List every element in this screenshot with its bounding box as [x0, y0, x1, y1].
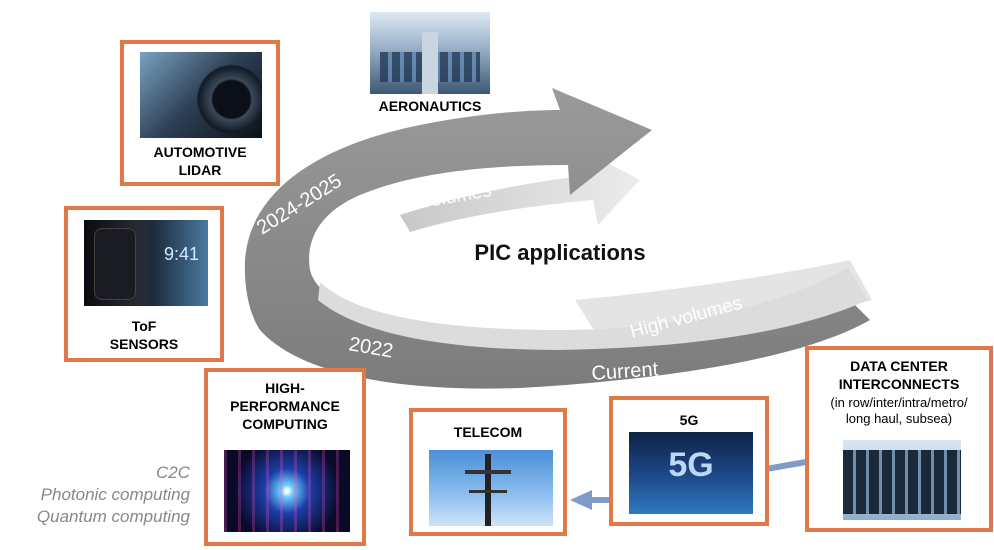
side-note-photonic-computing: Photonic computing — [40, 485, 190, 504]
aeronautics-cabin-image — [370, 12, 490, 94]
application-high-performance-computing: HIGH- PERFORMANCE COMPUTING — [204, 368, 366, 546]
5g-image-text: 5G — [668, 446, 714, 484]
application-label: TELECOM — [453, 424, 523, 440]
application-label-line1: AUTOMOTIVE — [153, 144, 247, 160]
telecom-tower-image — [429, 450, 553, 526]
application-5g: 5G 5G — [609, 396, 769, 526]
arc-light-upper-arrow — [400, 150, 640, 232]
application-label-line2: PERFORMANCE — [230, 398, 340, 414]
application-aeronautics: AERONAUTICS — [366, 12, 494, 117]
hpc-image — [224, 450, 350, 532]
application-label-line2: INTERCONNECTS — [838, 376, 960, 392]
application-label-line2: SENSORS — [109, 336, 179, 352]
data-center-image — [843, 440, 961, 520]
application-label-line2: LIDAR — [178, 162, 222, 178]
application-data-center-interconnects: DATA CENTER INTERCONNECTS (in row/inter/… — [805, 346, 993, 532]
side-note-c2c: C2C — [155, 463, 190, 482]
application-detail-line1: (in row/inter/intra/metro/ — [830, 395, 968, 410]
connector-arrow-5g-to-telecom — [570, 490, 610, 510]
arc-light-lower-band — [575, 260, 872, 340]
application-automotive-lidar: AUTOMOTIVE LIDAR — [120, 40, 280, 186]
5g-network-image: 5G — [629, 432, 753, 514]
arc-label-lower-status: Current — [591, 358, 660, 385]
application-detail-line2: long haul, subsea) — [845, 411, 953, 426]
arc-dark-main-arrow — [244, 88, 870, 389]
application-label-line1: HIGH- — [265, 380, 305, 396]
application-telecom: TELECOM — [409, 408, 567, 536]
tof-phone-image: 9:41 — [84, 220, 208, 306]
application-label: 5G — [679, 412, 699, 428]
side-note-quantum-computing: Quantum computing — [36, 507, 190, 526]
automotive-car-image — [140, 52, 262, 138]
application-label-line1: DATA CENTER — [850, 358, 948, 374]
application-label-line1: ToF — [131, 318, 157, 334]
phone-screen-clock: 9:41 — [164, 244, 200, 264]
application-label: AERONAUTICS — [378, 98, 482, 114]
center-title: PIC applications — [474, 240, 646, 265]
application-label-line3: COMPUTING — [242, 416, 328, 432]
application-tof-sensors: 9:41 ToF SENSORS — [64, 206, 224, 362]
arc-light-lower-inner — [318, 268, 868, 350]
